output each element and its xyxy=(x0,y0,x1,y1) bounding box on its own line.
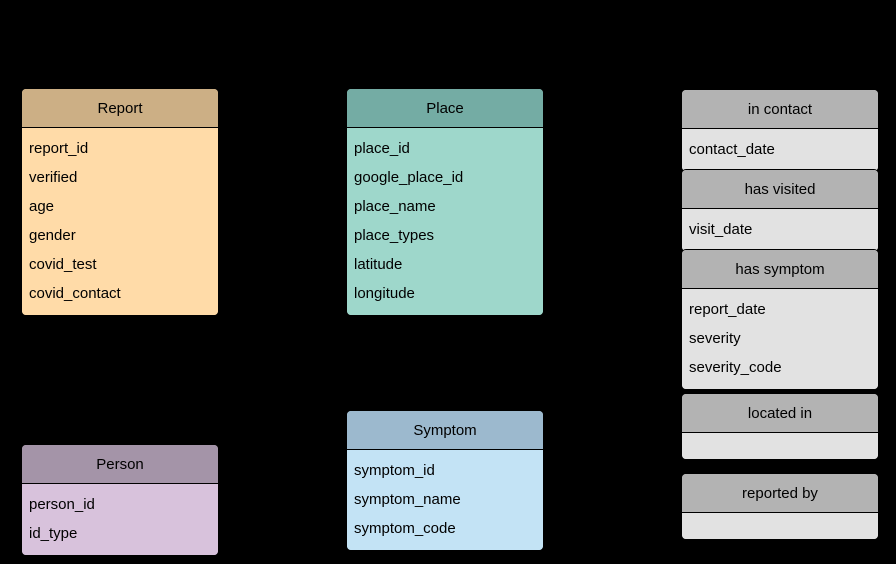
attribute-row: longitude xyxy=(354,285,415,302)
attribute-row: symptom_code xyxy=(354,520,456,537)
attribute-row: contact_date xyxy=(689,141,775,158)
attribute-row: place_id xyxy=(354,140,410,157)
attribute-row: symptom_name xyxy=(354,491,461,508)
attribute-row: severity_code xyxy=(689,359,782,376)
entity-attributes-reported-by xyxy=(682,513,878,539)
entity-title-has-symptom: has symptom xyxy=(682,250,878,289)
entity-box-has-visited[interactable]: has visited visit_date xyxy=(681,169,879,252)
attribute-row: place_name xyxy=(354,198,436,215)
entity-title-report: Report xyxy=(22,89,218,128)
entity-box-located-in[interactable]: located in xyxy=(681,393,879,460)
entity-attributes-person: person_id id_type xyxy=(22,484,218,555)
attribute-row: age xyxy=(29,198,55,215)
attribute-row: id_type xyxy=(29,525,78,542)
entity-attributes-in-contact: contact_date xyxy=(682,129,878,171)
entity-box-symptom[interactable]: Symptom symptom_id symptom_name symptom_cod… xyxy=(346,410,544,551)
attribute-row: report_date xyxy=(689,301,766,318)
attribute-row: google_place_id xyxy=(354,169,464,186)
attribute-row: gender xyxy=(29,227,76,244)
entity-title-reported-by: reported by xyxy=(682,474,878,513)
entity-attributes-place: place_id google_place_id place_name place_t… xyxy=(347,128,543,315)
attribute-row: report_id xyxy=(29,140,89,157)
entity-title-in-contact: in contact xyxy=(682,90,878,129)
attribute-row: visit_date xyxy=(689,221,753,238)
entity-box-in-contact[interactable]: in contact contact_date xyxy=(681,89,879,172)
entity-box-reported-by[interactable]: reported by xyxy=(681,473,879,540)
entity-attributes-located-in xyxy=(682,433,878,459)
attribute-row: verified xyxy=(29,169,78,186)
entity-title-symptom: Symptom xyxy=(347,411,543,450)
attribute-row: covid_test xyxy=(29,256,97,273)
entity-title-has-visited: has visited xyxy=(682,170,878,209)
entity-title-place: Place xyxy=(347,89,543,128)
entity-attributes-has-visited: visit_date xyxy=(682,209,878,251)
entity-box-has-symptom[interactable]: has symptom report_date severity severity_c… xyxy=(681,249,879,390)
entity-box-report[interactable]: Report report_id verified age gender covid_te… xyxy=(21,88,219,316)
entity-attributes-has-symptom: report_date severity severity_code xyxy=(682,289,878,389)
attribute-row: symptom_id xyxy=(354,462,435,479)
attribute-row: person_id xyxy=(29,496,95,513)
attribute-row: severity xyxy=(689,330,741,347)
attribute-row: place_types xyxy=(354,227,435,244)
attribute-row: covid_contact xyxy=(29,285,121,302)
attribute-row: latitude xyxy=(354,256,403,273)
entity-attributes-symptom: symptom_id symptom_name symptom_code xyxy=(347,450,543,550)
entity-title-person: Person xyxy=(22,445,218,484)
entity-box-person[interactable]: Person person_id id_type xyxy=(21,444,219,556)
entity-title-located-in: located in xyxy=(682,394,878,433)
